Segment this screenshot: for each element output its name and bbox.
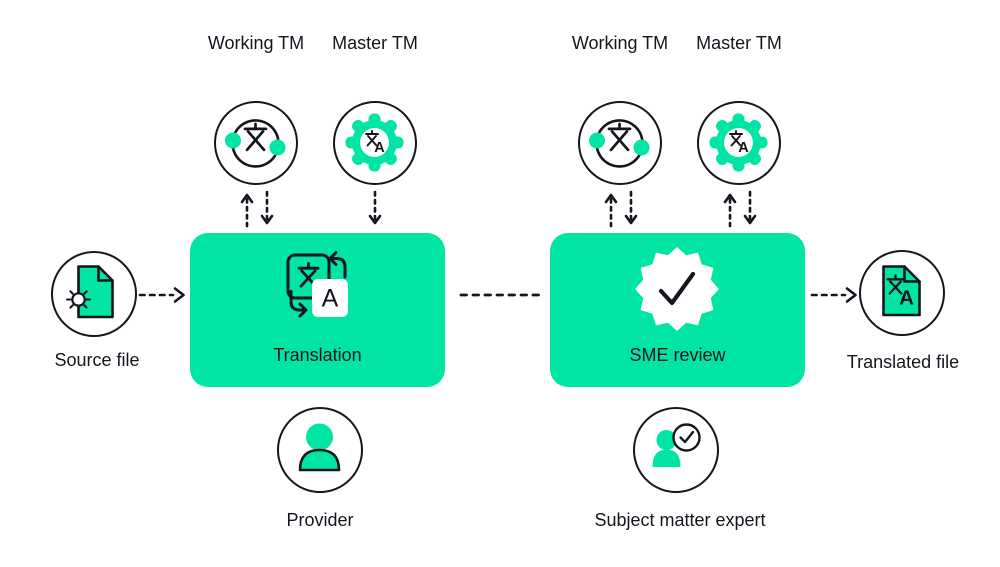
working-tm-sync-translate-icon: [578, 101, 662, 185]
translated-file-icon: A: [859, 250, 945, 336]
svg-text:A: A: [899, 287, 914, 310]
svg-text:A: A: [374, 140, 385, 156]
badge-check-icon: [635, 247, 719, 331]
provider-label: Provider: [286, 510, 354, 530]
subject-matter-expert-person-check-icon: [633, 407, 719, 493]
down-arrow: [368, 190, 382, 225]
svg-text:A: A: [738, 140, 749, 156]
translated-file-label: Translated file: [846, 352, 960, 372]
svg-text:A: A: [322, 285, 339, 313]
down-arrow: [743, 190, 757, 225]
master-tm-gear-translate-icon: A: [333, 101, 417, 185]
source-file-label: Source file: [54, 350, 140, 370]
provider-person-icon: [277, 407, 363, 493]
down-arrow: [624, 190, 638, 225]
sme-review-label: SME review: [629, 345, 726, 365]
master-tm-gear-translate-icon: A: [697, 101, 781, 185]
flow-arrow-source-to-translation: [138, 287, 185, 303]
master-tm-label: Master TM: [696, 33, 782, 53]
working-tm-sync-translate-icon: [214, 101, 298, 185]
flow-connector-translation-to-sme: [459, 293, 546, 297]
translate-icon: A: [286, 251, 348, 318]
up-arrow: [240, 193, 254, 228]
working-tm-label: Working TM: [207, 33, 305, 53]
subject-matter-expert-label: Subject matter expert: [594, 510, 766, 530]
flow-arrow-sme-to-translated: [810, 287, 857, 303]
up-arrow: [723, 193, 737, 228]
translation-label: Translation: [273, 345, 362, 365]
up-arrow: [604, 193, 618, 228]
down-arrow: [260, 190, 274, 225]
master-tm-label: Master TM: [332, 33, 418, 53]
source-file-icon: [51, 251, 137, 337]
working-tm-label: Working TM: [571, 33, 669, 53]
